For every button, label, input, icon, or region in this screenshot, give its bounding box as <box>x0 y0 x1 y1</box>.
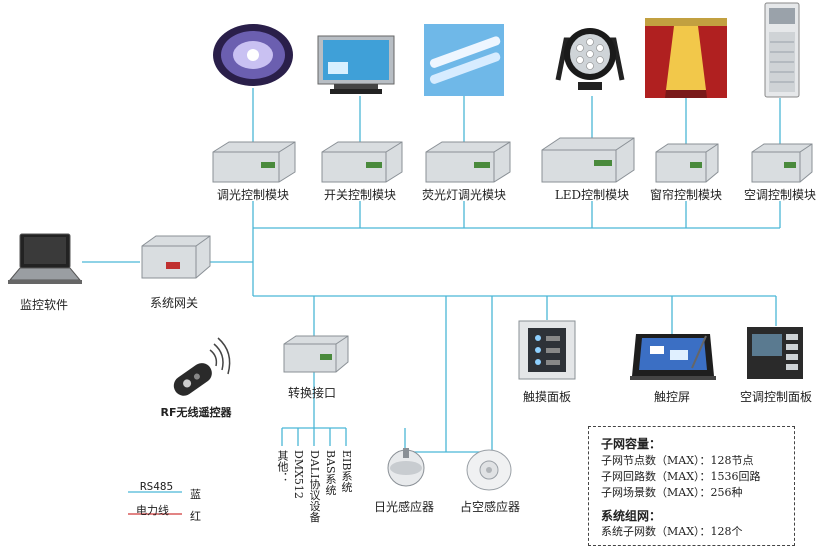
curtain-module-box <box>655 143 719 183</box>
system-network-title: 系统组网： <box>601 509 662 523</box>
legend-rs485: RS485 <box>140 480 174 493</box>
output-dali: DALI协议设备 <box>308 450 321 523</box>
subnet-node-count: 子网节点数（MAX）：128节点 <box>601 454 754 467</box>
switch-module-box <box>321 141 403 183</box>
rf-remote-icon <box>173 337 231 396</box>
label-curtain-module: 窗帘控制模块 <box>649 188 723 202</box>
label-daylight-sensor: 日光感应器 <box>373 500 435 514</box>
label-fluorescent-module: 荧光灯调光模块 <box>421 188 507 202</box>
label-switch-module: 开关控制模块 <box>323 188 397 202</box>
fluorescent-dimming-module-box <box>425 141 511 183</box>
label-system-gateway: 系统网关 <box>149 296 199 310</box>
system-subnet-count: 系统子网数（MAX）：128个 <box>601 525 743 538</box>
led-spotlight-icon <box>555 28 625 90</box>
touch-panel-icon <box>518 320 576 380</box>
label-ac-module: 空调控制模块 <box>743 188 817 202</box>
subnet-scene-count: 子网场景数（MAX）：256种 <box>601 486 743 499</box>
output-other: 其他： <box>276 450 289 483</box>
label-occupancy-sensor: 占空感应器 <box>459 500 521 514</box>
laptop-icon <box>8 233 82 284</box>
label-converter: 转换接口 <box>287 386 337 400</box>
label-touch-screen: 触控屏 <box>653 390 691 404</box>
legend-powerline: 电力线 <box>136 504 169 517</box>
subnet-capacity-title: 子网容量： <box>601 437 662 451</box>
ac-control-panel-icon <box>747 327 803 379</box>
label-led-module: LED控制模块 <box>554 188 630 202</box>
label-monitor-software: 监控软件 <box>19 298 69 312</box>
tv-icon <box>317 35 395 94</box>
output-bas: BAS系统 <box>324 450 337 496</box>
legend-powerline-color: 红 <box>190 510 201 523</box>
label-rf-remote: RF无线遥控器 <box>160 406 232 419</box>
ac-module-box <box>751 143 813 183</box>
label-touch-panel: 触摸面板 <box>522 390 572 404</box>
label-ac-control-panel: 空调控制面板 <box>739 390 813 404</box>
touch-screen-icon <box>630 334 716 380</box>
fluorescent-lamp-icon <box>424 24 504 96</box>
converter-box <box>283 335 349 373</box>
gateway-box <box>141 235 211 279</box>
chandelier-icon <box>213 24 293 86</box>
subnet-circuit-count: 子网回路数（MAX）：1536回路 <box>601 470 761 483</box>
air-conditioner-icon <box>764 2 800 98</box>
curtain-icon <box>645 18 727 98</box>
occupancy-sensor-icon <box>466 449 512 491</box>
legend-rs485-color: 蓝 <box>190 488 201 501</box>
capacity-info-box: 子网容量： 子网节点数（MAX）：128节点 子网回路数（MAX）：1536回路… <box>588 426 795 546</box>
dimming-module-box <box>212 141 296 183</box>
output-eib: EIB系统 <box>340 450 353 493</box>
label-dimming-module: 调光控制模块 <box>216 188 290 202</box>
led-module-box <box>541 137 635 183</box>
output-dmx512: DMX512 <box>292 450 305 499</box>
daylight-sensor-icon <box>387 448 425 487</box>
